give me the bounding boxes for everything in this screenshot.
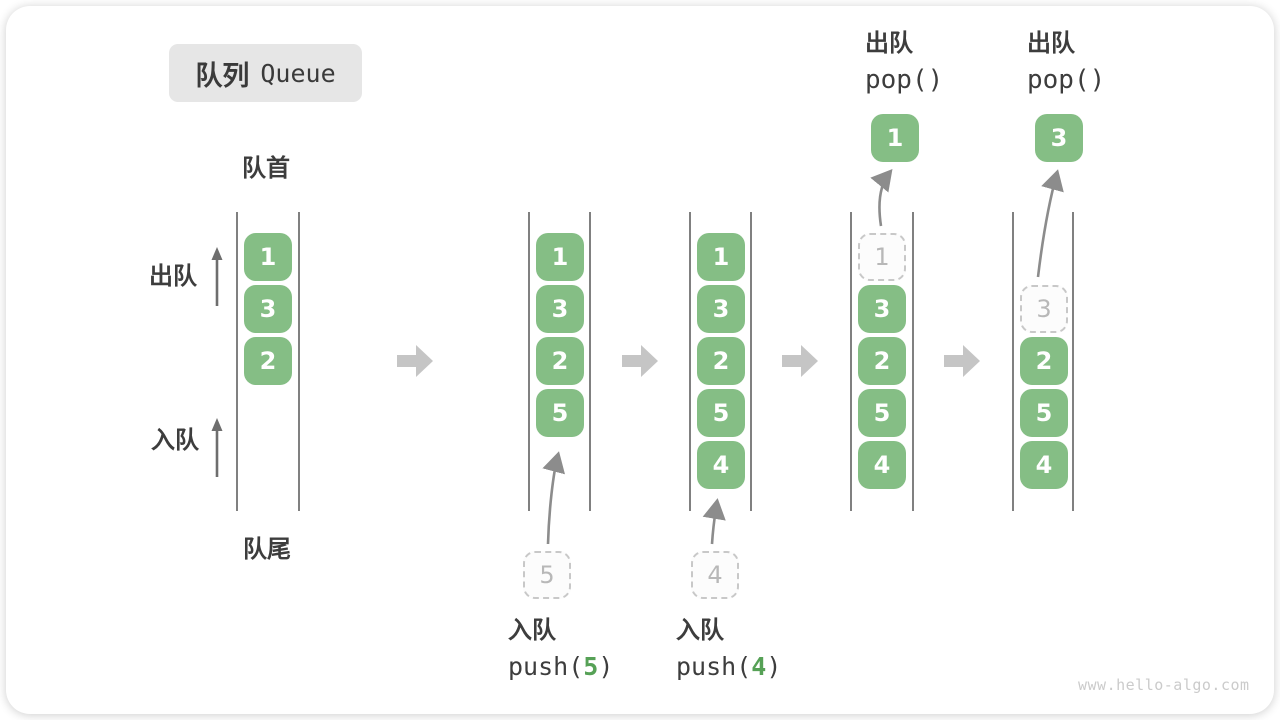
push-code-post: ): [598, 652, 614, 681]
queue-cell: 3: [697, 285, 745, 333]
label-queue-front: 队首: [242, 155, 290, 182]
pop1-arrow-icon: [870, 168, 893, 227]
queue-cell: 4: [697, 441, 745, 489]
pop-op-code: pop(): [1027, 65, 1106, 95]
queue-cell: 1: [536, 233, 584, 281]
queue-cell: 2: [536, 337, 584, 385]
operation-arrows: [542, 168, 1064, 545]
push-code-pre: push(: [676, 652, 752, 681]
push-op-code: push(5): [508, 653, 613, 681]
queue-cell: 3: [858, 285, 906, 333]
label-dequeue-side: 出队: [149, 263, 197, 290]
block-arrow-icon: [944, 345, 980, 377]
queue-cell: 5: [536, 389, 584, 437]
queue-cell: 2: [1020, 337, 1068, 385]
queue-cell: 3: [244, 285, 292, 333]
push-op-label: 入队: [508, 617, 556, 644]
push-code-arg: 5: [583, 652, 599, 681]
push5-arrow-icon: [542, 451, 566, 545]
title-badge: 队列 Queue: [169, 44, 362, 102]
pop-op-label: 出队: [1027, 30, 1075, 57]
push4-arrow-icon: [702, 498, 726, 545]
push-code-post: ): [766, 652, 782, 681]
queue-cell: 1: [244, 233, 292, 281]
queue-cell: 5: [697, 389, 745, 437]
side-direction-arrows: [211, 247, 223, 477]
pop-op-label: 出队: [865, 30, 913, 57]
queue-cell-removed: 3: [1020, 285, 1068, 333]
queue-cell: 2: [697, 337, 745, 385]
queue-cell: 5: [1020, 389, 1068, 437]
pop3-arrow-icon: [1036, 169, 1064, 278]
push-code-pre: push(: [508, 652, 584, 681]
incoming-value-box: 4: [691, 551, 739, 599]
title-zh: 队列: [195, 60, 250, 91]
label-queue-rear: 队尾: [243, 536, 291, 563]
push-op-code: push(4): [676, 653, 781, 681]
incoming-value-box: 5: [523, 551, 571, 599]
block-arrow-icon: [397, 345, 433, 377]
popped-value-box: 1: [871, 114, 919, 162]
queue-cell: 2: [858, 337, 906, 385]
label-enqueue-side: 入队: [151, 427, 199, 454]
title-en: Queue: [260, 58, 336, 88]
push-code-arg: 4: [751, 652, 767, 681]
push-op-label: 入队: [676, 617, 724, 644]
block-arrow-icon: [622, 345, 658, 377]
watermark: www.hello-algo.com: [1078, 676, 1250, 694]
queue-cell: 1: [697, 233, 745, 281]
popped-value-box: 3: [1035, 114, 1083, 162]
queue-cell: 4: [1020, 441, 1068, 489]
queue-cell: 3: [536, 285, 584, 333]
pop-op-code: pop(): [865, 65, 944, 95]
queue-walls: [236, 212, 1074, 511]
queue-cell: 5: [858, 389, 906, 437]
queue-cell: 2: [244, 337, 292, 385]
queue-cell-removed: 1: [858, 233, 906, 281]
queue-cell: 4: [858, 441, 906, 489]
block-arrow-icon: [782, 345, 818, 377]
